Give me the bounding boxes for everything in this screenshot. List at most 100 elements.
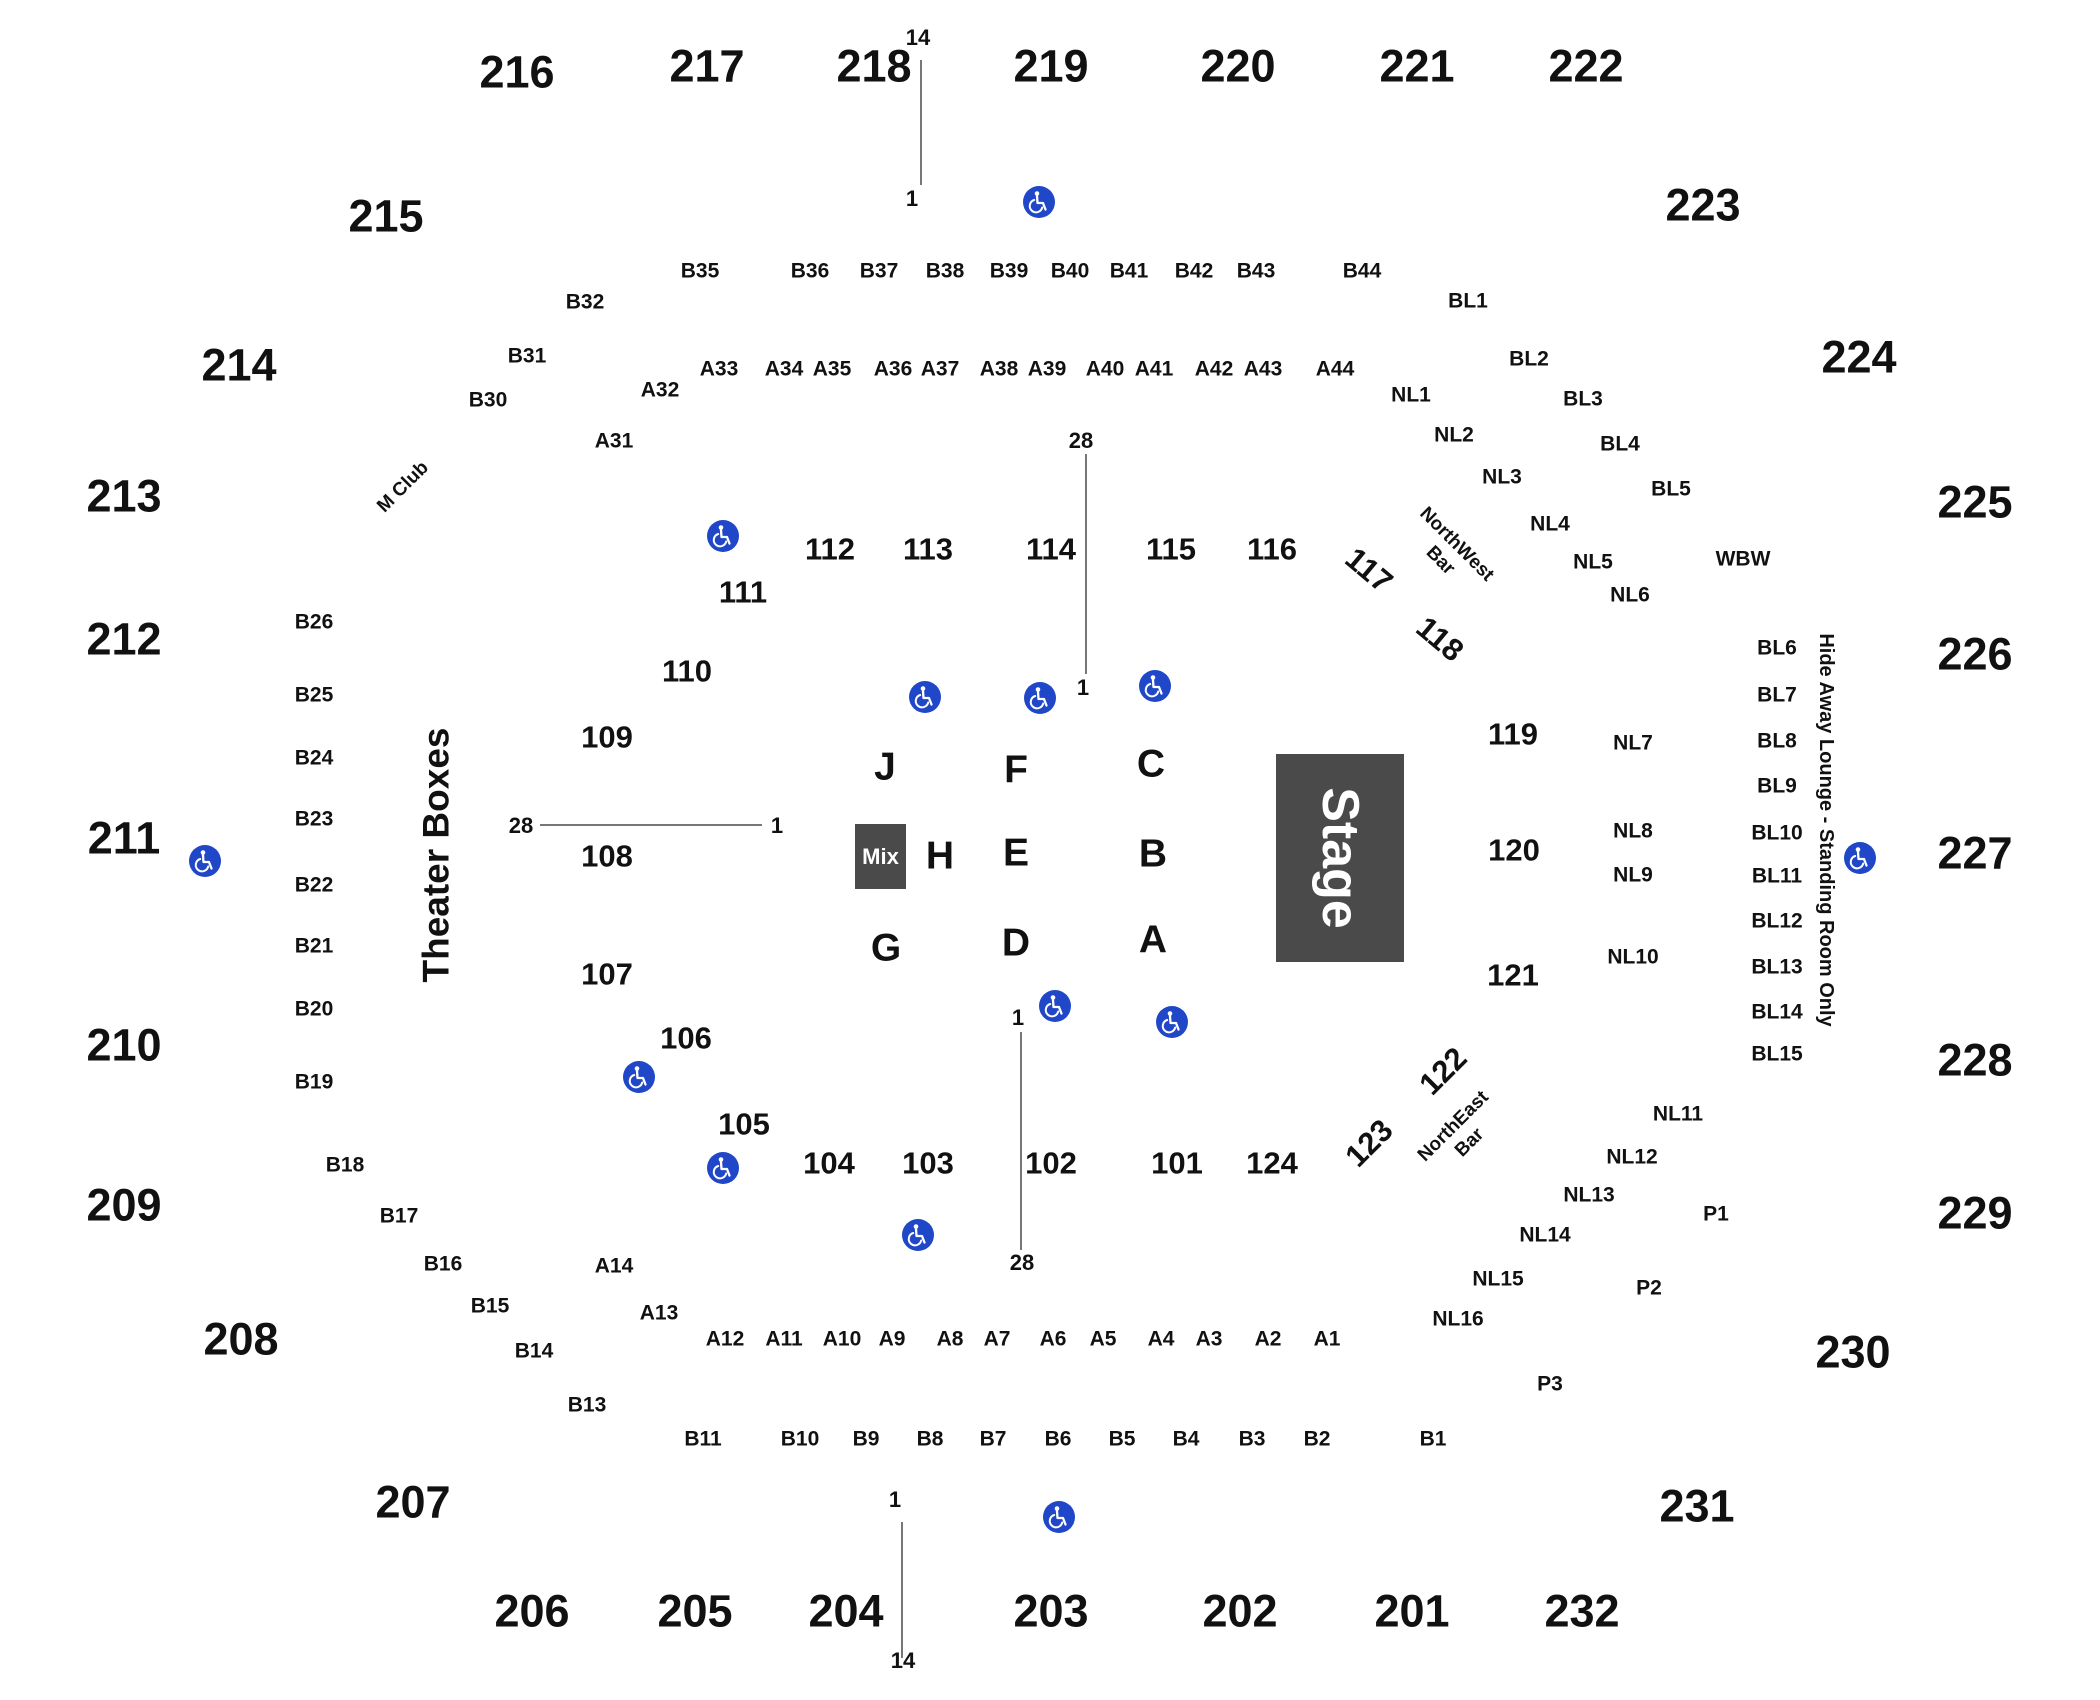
section-207[interactable]: 207	[375, 1476, 451, 1528]
box-a44[interactable]: A44	[1315, 357, 1355, 381]
section-205[interactable]: 205	[657, 1585, 733, 1637]
box-a34[interactable]: A34	[764, 357, 804, 381]
box-bl13[interactable]: BL13	[1751, 955, 1803, 979]
box-b16[interactable]: B16	[423, 1252, 463, 1276]
box-nl6[interactable]: NL6	[1610, 583, 1650, 607]
section-215[interactable]: 215	[348, 190, 424, 242]
box-b6[interactable]: B6	[1044, 1427, 1072, 1451]
box-a32[interactable]: A32	[640, 378, 680, 402]
section-114[interactable]: 114	[1025, 531, 1077, 567]
section-232[interactable]: 232	[1544, 1585, 1620, 1637]
box-nl12[interactable]: NL12	[1606, 1145, 1658, 1169]
section-203[interactable]: 203	[1013, 1585, 1089, 1637]
box-b19[interactable]: B19	[294, 1070, 334, 1094]
box-b22[interactable]: B22	[294, 873, 334, 897]
section-116[interactable]: 116	[1246, 531, 1298, 567]
section-220[interactable]: 220	[1200, 40, 1276, 92]
box-b35[interactable]: B35	[680, 259, 720, 283]
box-a1[interactable]: A1	[1313, 1327, 1341, 1351]
section-229[interactable]: 229	[1937, 1187, 2013, 1239]
box-b14[interactable]: B14	[514, 1339, 554, 1363]
box-a8[interactable]: A8	[936, 1327, 964, 1351]
section-104[interactable]: 104	[803, 1145, 855, 1181]
box-b21[interactable]: B21	[294, 934, 334, 958]
floor-section-g[interactable]: G	[870, 926, 902, 970]
section-107[interactable]: 107	[581, 956, 633, 992]
box-bl12[interactable]: BL12	[1751, 909, 1803, 933]
section-112[interactable]: 112	[804, 531, 856, 567]
box-nl1[interactable]: NL1	[1391, 383, 1431, 407]
section-113[interactable]: 113	[902, 531, 954, 567]
box-b39[interactable]: B39	[989, 259, 1029, 283]
box-a37[interactable]: A37	[920, 357, 960, 381]
box-nl14[interactable]: NL14	[1519, 1223, 1571, 1247]
box-b32[interactable]: B32	[565, 290, 605, 314]
box-bl15[interactable]: BL15	[1751, 1042, 1803, 1066]
section-216[interactable]: 216	[479, 46, 555, 98]
box-a14[interactable]: A14	[594, 1254, 634, 1278]
box-bl2[interactable]: BL2	[1509, 347, 1549, 371]
section-222[interactable]: 222	[1548, 40, 1624, 92]
box-bl1[interactable]: BL1	[1448, 289, 1488, 313]
box-a38[interactable]: A38	[979, 357, 1019, 381]
floor-section-e[interactable]: E	[1002, 831, 1030, 875]
box-a39[interactable]: A39	[1027, 357, 1067, 381]
section-212[interactable]: 212	[86, 613, 162, 665]
box-bl11[interactable]: BL11	[1751, 864, 1803, 888]
box-a43[interactable]: A43	[1243, 357, 1283, 381]
section-218[interactable]: 218	[836, 40, 912, 92]
section-108[interactable]: 108	[581, 838, 633, 874]
box-nl5[interactable]: NL5	[1573, 550, 1613, 574]
box-a5[interactable]: A5	[1089, 1327, 1117, 1351]
section-210[interactable]: 210	[86, 1019, 162, 1071]
box-bl6[interactable]: BL6	[1757, 636, 1797, 660]
section-226[interactable]: 226	[1937, 628, 2013, 680]
box-a31[interactable]: A31	[594, 429, 634, 453]
section-204[interactable]: 204	[808, 1585, 884, 1637]
section-124[interactable]: 124	[1246, 1145, 1298, 1181]
section-227[interactable]: 227	[1937, 827, 2013, 879]
box-p2[interactable]: P2	[1636, 1276, 1662, 1300]
floor-section-f[interactable]: F	[1004, 748, 1028, 792]
box-a42[interactable]: A42	[1194, 357, 1234, 381]
section-230[interactable]: 230	[1815, 1326, 1891, 1378]
box-a2[interactable]: A2	[1254, 1327, 1282, 1351]
section-228[interactable]: 228	[1937, 1034, 2013, 1086]
box-b10[interactable]: B10	[780, 1427, 820, 1451]
section-206[interactable]: 206	[494, 1585, 570, 1637]
box-b40[interactable]: B40	[1050, 259, 1090, 283]
section-225[interactable]: 225	[1937, 476, 2013, 528]
floor-section-a[interactable]: A	[1138, 918, 1168, 962]
floor-section-j[interactable]: J	[874, 745, 896, 789]
box-wbw[interactable]: WBW	[1715, 547, 1771, 571]
box-bl8[interactable]: BL8	[1757, 729, 1797, 753]
section-102[interactable]: 102	[1025, 1145, 1077, 1181]
section-103[interactable]: 103	[902, 1145, 954, 1181]
section-201[interactable]: 201	[1374, 1585, 1450, 1637]
floor-section-h[interactable]: H	[925, 834, 955, 878]
box-b42[interactable]: B42	[1174, 259, 1214, 283]
section-111[interactable]: 111	[718, 574, 768, 610]
box-a11[interactable]: A11	[765, 1327, 803, 1351]
box-a6[interactable]: A6	[1039, 1327, 1067, 1351]
box-a33[interactable]: A33	[699, 357, 739, 381]
box-b31[interactable]: B31	[507, 344, 547, 368]
box-b26[interactable]: B26	[294, 610, 334, 634]
section-110[interactable]: 110	[661, 653, 713, 689]
box-bl3[interactable]: BL3	[1563, 387, 1603, 411]
box-bl4[interactable]: BL4	[1600, 432, 1640, 456]
section-120[interactable]: 120	[1488, 832, 1540, 868]
box-a40[interactable]: A40	[1085, 357, 1125, 381]
box-b23[interactable]: B23	[294, 807, 334, 831]
box-bl10[interactable]: BL10	[1751, 821, 1803, 845]
box-bl5[interactable]: BL5	[1651, 477, 1691, 501]
box-b41[interactable]: B41	[1109, 259, 1149, 283]
box-nl8[interactable]: NL8	[1613, 819, 1653, 843]
section-101[interactable]: 101	[1151, 1145, 1203, 1181]
box-b43[interactable]: B43	[1236, 259, 1276, 283]
box-p3[interactable]: P3	[1537, 1372, 1563, 1396]
box-b17[interactable]: B17	[379, 1204, 419, 1228]
section-231[interactable]: 231	[1659, 1480, 1735, 1532]
box-a36[interactable]: A36	[873, 357, 913, 381]
section-213[interactable]: 213	[86, 470, 162, 522]
